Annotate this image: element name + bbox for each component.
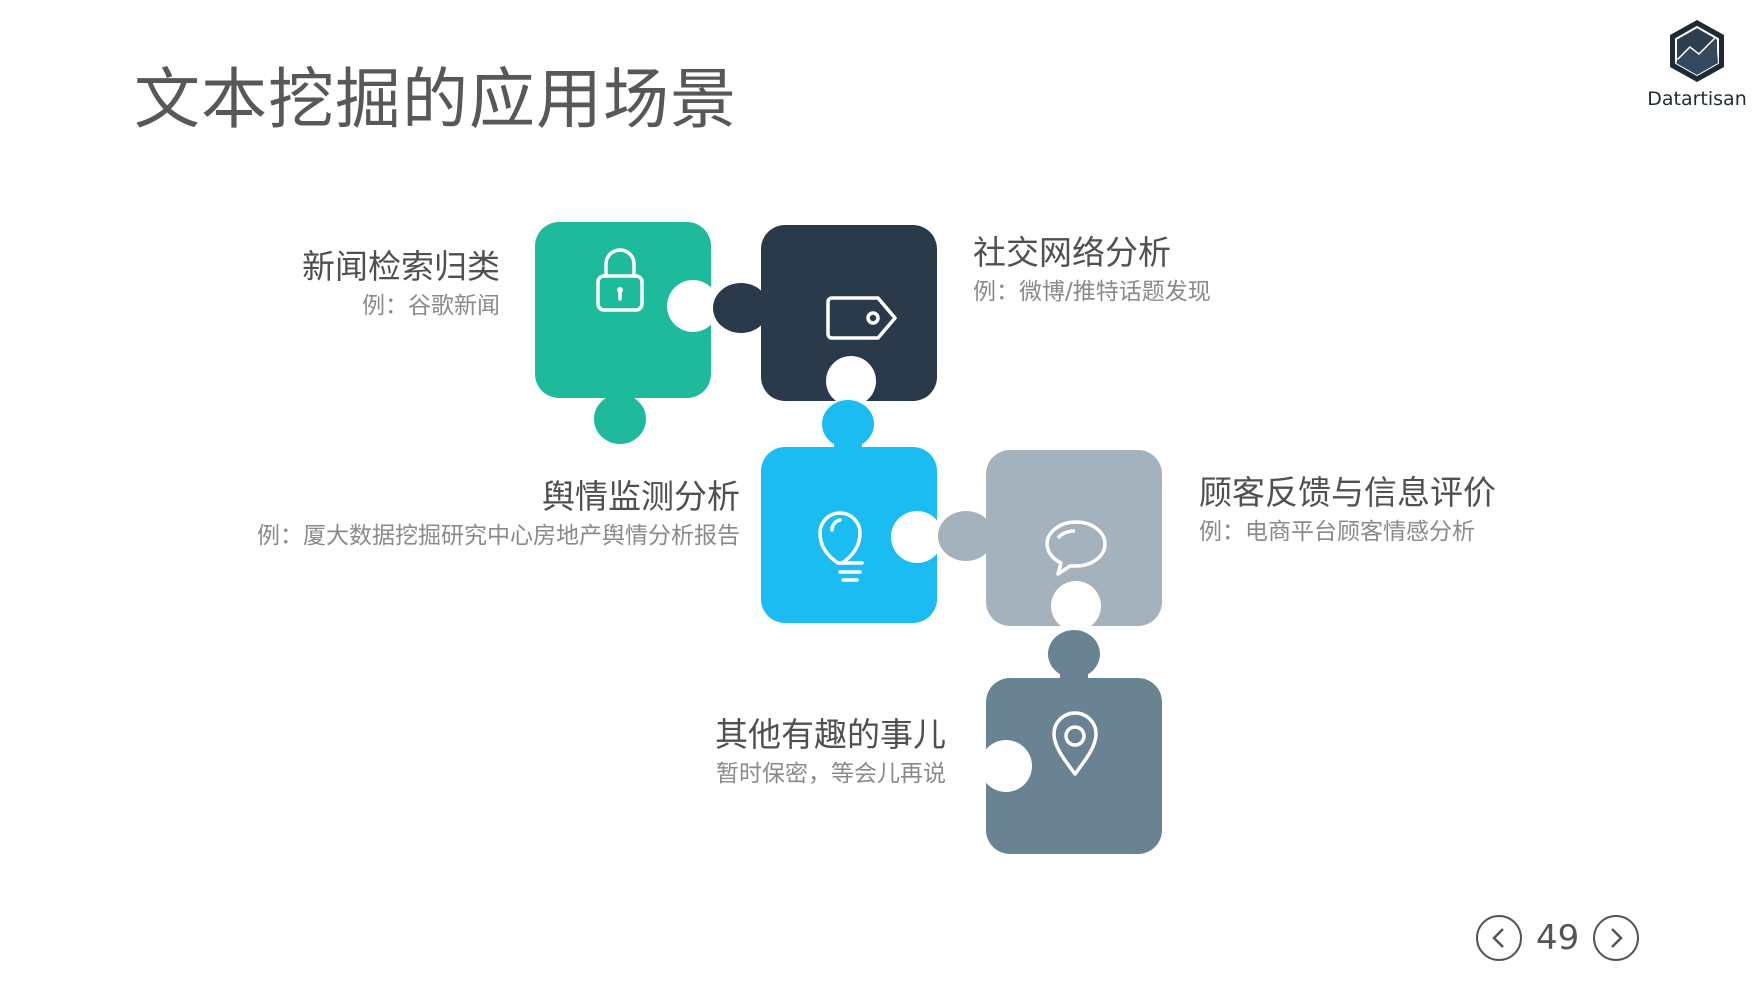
- item-other: 其他有趣的事儿 暂时保密，等会儿再说: [715, 714, 946, 792]
- item-social-title: 社交网络分析: [973, 233, 1171, 272]
- puzzle-piece-other: [980, 630, 1162, 854]
- item-social-example: 例：微博/推特话题发现: [973, 279, 1211, 306]
- logo-text: Datartisan: [1647, 88, 1747, 110]
- puzzle-piece-sentiment: [761, 400, 943, 623]
- lock-icon: [596, 248, 644, 312]
- hexagon-chart-icon: [1670, 20, 1724, 82]
- previous-slide-button[interactable]: [1476, 915, 1522, 961]
- item-feedback-title: 顾客反馈与信息评价: [1199, 473, 1496, 512]
- item-feedback-example: 例：电商平台顾客情感分析: [1199, 519, 1475, 546]
- item-sentiment: 舆情监测分析 例：厦大数据挖掘研究中心房地产舆情分析报告: [257, 476, 740, 554]
- item-social: 社交网络分析 例：微博/推特话题发现: [973, 232, 1211, 310]
- item-other-title: 其他有趣的事儿: [715, 715, 946, 754]
- chevron-right-icon: [1611, 928, 1624, 948]
- puzzle-piece-news: [535, 222, 719, 444]
- chevron-left-icon: [1492, 928, 1504, 948]
- location-pin-icon: [1052, 711, 1098, 776]
- next-slide-button[interactable]: [1593, 915, 1640, 961]
- page-title: 文本挖掘的应用场景: [134, 61, 737, 138]
- datartisan-logo: Datartisan: [1634, 18, 1760, 118]
- item-news: 新闻检索归类 例：谷歌新闻: [302, 246, 500, 324]
- lightbulb-icon: [818, 511, 864, 582]
- speech-bubble-icon: [1045, 520, 1107, 576]
- tag-icon: [826, 296, 897, 340]
- item-news-title: 新闻检索归类: [302, 247, 500, 286]
- item-news-example: 例：谷歌新闻: [362, 293, 500, 320]
- slide-navigation: 49: [1476, 912, 1640, 964]
- item-other-example: 暂时保密，等会儿再说: [716, 761, 946, 788]
- item-feedback: 顾客反馈与信息评价 例：电商平台顾客情感分析: [1199, 472, 1496, 550]
- item-sentiment-title: 舆情监测分析: [542, 477, 740, 516]
- item-sentiment-example: 例：厦大数据挖掘研究中心房地产舆情分析报告: [257, 523, 740, 550]
- puzzle-piece-social: [713, 225, 937, 406]
- page-number: 49: [1536, 918, 1580, 958]
- puzzle-piece-feedback: [938, 450, 1162, 631]
